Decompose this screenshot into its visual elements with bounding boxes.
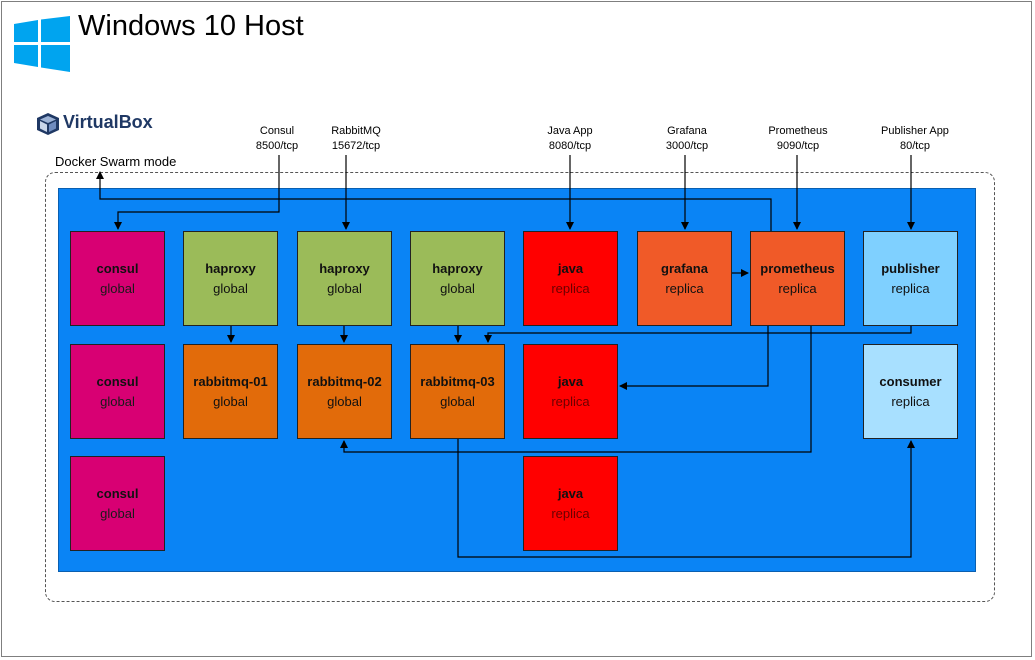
- service-name: java: [557, 485, 584, 501]
- service-rabbitmq-01[interactable]: rabbitmq-01 global: [183, 344, 278, 439]
- service-mode: global: [440, 393, 475, 409]
- port-name: Java App: [547, 125, 593, 137]
- port-number: 15672/tcp: [331, 140, 381, 152]
- service-name: consul: [96, 485, 139, 501]
- virtualbox-label: VirtualBox: [63, 112, 153, 132]
- service-mode: global: [213, 393, 248, 409]
- port-number: 8500/tcp: [255, 140, 299, 152]
- service-java-3[interactable]: java replica: [523, 456, 618, 551]
- service-consul-2[interactable]: consul global: [70, 344, 165, 439]
- port-name: RabbitMQ: [331, 125, 381, 137]
- service-mode: replica: [891, 280, 930, 296]
- service-mode: global: [100, 280, 135, 296]
- service-name: haproxy: [432, 260, 483, 276]
- service-name: rabbitmq-01: [193, 373, 268, 389]
- service-mode: replica: [551, 393, 590, 409]
- service-name: consumer: [879, 373, 942, 389]
- service-mode: global: [213, 280, 248, 296]
- service-java-2[interactable]: java replica: [523, 344, 618, 439]
- page-title: Windows 10 Host: [78, 10, 304, 42]
- service-consul-3[interactable]: consul global: [70, 456, 165, 551]
- service-mode: global: [100, 393, 135, 409]
- service-grafana[interactable]: grafana replica: [637, 231, 732, 326]
- service-mode: global: [440, 280, 475, 296]
- service-haproxy-1[interactable]: haproxy global: [183, 231, 278, 326]
- service-name: consul: [96, 373, 139, 389]
- service-mode: replica: [551, 280, 590, 296]
- service-name: grafana: [661, 260, 708, 276]
- service-mode: global: [327, 393, 362, 409]
- service-haproxy-2[interactable]: haproxy global: [297, 231, 392, 326]
- service-name: java: [557, 260, 584, 276]
- service-java-1[interactable]: java replica: [523, 231, 618, 326]
- port-label-grafana: Grafana 3000/tcp: [632, 124, 742, 154]
- service-consumer[interactable]: consumer replica: [863, 344, 958, 439]
- port-name: Consul: [259, 125, 295, 137]
- service-consul-1[interactable]: consul global: [70, 231, 165, 326]
- service-name: publisher: [881, 260, 940, 276]
- service-publisher[interactable]: publisher replica: [863, 231, 958, 326]
- service-name: haproxy: [205, 260, 256, 276]
- service-mode: global: [100, 505, 135, 521]
- port-number: 8080/tcp: [548, 140, 592, 152]
- windows-logo-icon: [14, 16, 70, 72]
- service-prometheus[interactable]: prometheus replica: [750, 231, 845, 326]
- port-label-publisher-app: Publisher App 80/tcp: [860, 124, 970, 154]
- port-number: 9090/tcp: [776, 140, 820, 152]
- service-mode: replica: [665, 280, 704, 296]
- service-name: consul: [96, 260, 139, 276]
- service-name: java: [557, 373, 584, 389]
- service-mode: replica: [551, 505, 590, 521]
- port-label-java-app: Java App 8080/tcp: [515, 124, 625, 154]
- port-name: Prometheus: [768, 125, 828, 137]
- port-name: Publisher App: [881, 125, 949, 137]
- swarm-label: Docker Swarm mode: [53, 154, 179, 169]
- service-mode: replica: [891, 393, 930, 409]
- service-name: rabbitmq-03: [420, 373, 495, 389]
- service-rabbitmq-02[interactable]: rabbitmq-02 global: [297, 344, 392, 439]
- virtualbox-logo-icon: [37, 113, 59, 135]
- service-mode: replica: [778, 280, 817, 296]
- port-label-prometheus: Prometheus 9090/tcp: [743, 124, 853, 154]
- service-name: prometheus: [760, 260, 835, 276]
- service-name: haproxy: [319, 260, 370, 276]
- port-number: 80/tcp: [900, 140, 930, 152]
- port-label-consul: Consul 8500/tcp: [222, 124, 332, 154]
- service-haproxy-3[interactable]: haproxy global: [410, 231, 505, 326]
- service-rabbitmq-03[interactable]: rabbitmq-03 global: [410, 344, 505, 439]
- port-label-rabbitmq: RabbitMQ 15672/tcp: [301, 124, 411, 154]
- service-mode: global: [327, 280, 362, 296]
- port-number: 3000/tcp: [665, 140, 709, 152]
- port-name: Grafana: [667, 125, 707, 137]
- service-name: rabbitmq-02: [307, 373, 382, 389]
